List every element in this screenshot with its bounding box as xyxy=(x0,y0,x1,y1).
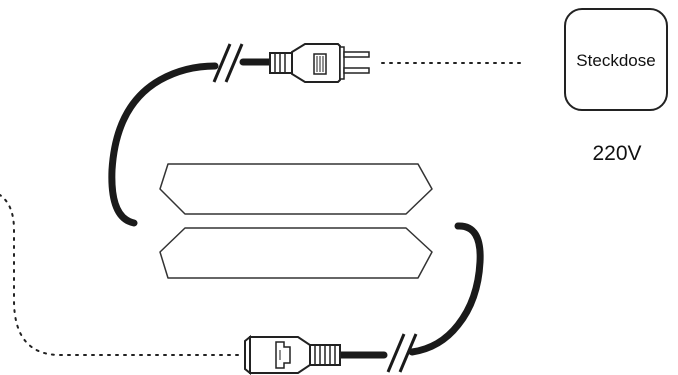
upper-plate xyxy=(159,163,433,215)
outlet-box: Steckdose xyxy=(564,8,668,111)
lower-cable xyxy=(336,222,484,373)
device-plates-icon xyxy=(159,163,433,279)
outlet-label: Steckdose xyxy=(576,51,655,70)
connector-dotted-line xyxy=(0,194,239,356)
upper-cable-break-mark-2 xyxy=(224,43,244,83)
iec-connector-icon xyxy=(244,334,341,375)
voltage-label: 220V xyxy=(592,142,641,165)
two-pin-plug-icon xyxy=(269,43,370,83)
upper-cable-break-mark-1 xyxy=(212,43,232,83)
lower-plate xyxy=(159,227,433,279)
wall-outlet-icon xyxy=(564,8,668,111)
lower-cable-break-mark-1 xyxy=(386,333,406,373)
upper-cable xyxy=(108,43,274,227)
lower-cable-break-mark-2 xyxy=(398,333,418,373)
